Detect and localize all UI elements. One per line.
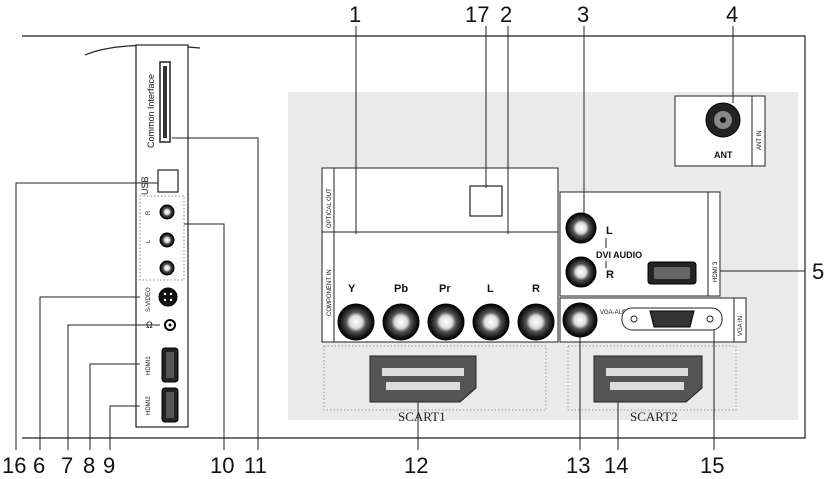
- headphone-jack-center: [168, 323, 172, 327]
- dvi-audio-label: DVI AUDIO: [596, 250, 642, 260]
- comp-l-jack: [472, 303, 510, 341]
- usb-label: USB: [140, 176, 150, 195]
- leader-6: [39, 296, 140, 450]
- scart2-outline: [567, 345, 737, 411]
- svideo-pin: [169, 298, 173, 302]
- optical-box: [321, 167, 559, 233]
- comp-r-label: R: [532, 283, 540, 295]
- comp-r-jack: [517, 303, 555, 341]
- leader-9: [109, 405, 140, 450]
- comp-y-label: Y: [348, 283, 356, 295]
- scart1-block: SCART1: [323, 345, 547, 424]
- callout-14: 14: [604, 453, 628, 478]
- leader-16: [15, 182, 158, 450]
- comp-pb-label: Pb: [394, 283, 408, 295]
- vga-screw-right: [706, 315, 714, 323]
- scart1-port: [369, 355, 477, 403]
- comp-l-label: L: [487, 283, 494, 295]
- callout-11: 11: [244, 453, 267, 478]
- ant-in-label: ANT IN: [757, 130, 763, 150]
- callout-5: 5: [812, 259, 824, 284]
- svideo-pin: [169, 292, 173, 296]
- callout-6: 6: [33, 453, 45, 478]
- scart2-port: [593, 355, 703, 403]
- component-in-label: COMPONENT IN: [327, 269, 333, 316]
- callout-9: 9: [103, 453, 115, 478]
- common-interface-label: Common Interface: [146, 74, 156, 148]
- dvi-r-label: R: [606, 269, 614, 281]
- hdmi2-label: HDMI2: [146, 396, 152, 415]
- leader-11: [172, 137, 259, 450]
- side-audio-r-label: R: [146, 210, 152, 215]
- ant-connector-pin: [720, 117, 726, 123]
- vga-screw-left: [630, 315, 638, 323]
- scart2-label: SCART2: [630, 409, 678, 424]
- comp-y-jack: [337, 303, 375, 341]
- callout-16: 16: [2, 453, 26, 478]
- optical-port: [469, 185, 503, 217]
- vga-in-label: VGA IN: [738, 316, 744, 336]
- dvi-l-label: L: [606, 225, 613, 237]
- ant-label: ANT: [714, 150, 733, 160]
- callout-13: 13: [566, 453, 590, 478]
- usb-port: [157, 169, 179, 193]
- callout-4: 4: [726, 2, 738, 27]
- side-audio-l-jack: [159, 232, 175, 248]
- callout-1: 1: [349, 2, 361, 27]
- side-video-jack: [159, 260, 175, 276]
- optical-out-label: OPTICAL OUT: [327, 188, 333, 228]
- hdmi3-port-inner: [654, 267, 690, 279]
- callout-15: 15: [700, 453, 724, 478]
- antenna-block: ANT ANT IN: [674, 95, 766, 167]
- callout-8: 8: [83, 453, 95, 478]
- comp-pr-jack: [427, 303, 465, 341]
- dvi-audio-r-jack: [565, 256, 597, 288]
- comp-pr-label: Pr: [439, 283, 451, 295]
- scart2-block: SCART2: [567, 345, 737, 424]
- svideo-label: S-VIDEO: [146, 287, 152, 312]
- hdmi2-port-inner: [166, 392, 174, 418]
- svideo-pin: [163, 292, 167, 296]
- svideo-pin: [163, 298, 167, 302]
- side-audio-l-label: L: [146, 239, 152, 243]
- hdmi3-label: HDMI 3: [713, 261, 719, 282]
- scart1-pins-row: [382, 368, 464, 376]
- av-group-outline: [139, 195, 185, 281]
- dvi-audio-l-jack: [565, 212, 597, 244]
- callout-3: 3: [577, 2, 589, 27]
- comp-pb-jack: [382, 303, 420, 341]
- vga-audio-jack: [562, 302, 598, 338]
- chassis-outline: [22, 35, 806, 439]
- side-panel: Common Interface USB R L S-VIDEO Ω HDMI1…: [135, 44, 189, 428]
- callout-10: 10: [210, 453, 234, 478]
- component-in-block: COMPONENT IN Y Pb Pr L R: [321, 231, 559, 343]
- common-interface-slot-inner: [163, 66, 167, 138]
- callout-2: 2: [500, 2, 512, 27]
- vga-audio-label: VGA-AUDIO: [600, 310, 634, 316]
- svideo-jack: [158, 287, 178, 307]
- leader-10: [184, 223, 225, 450]
- scart1-outline: [323, 345, 547, 411]
- leader-8: [89, 363, 140, 450]
- optical-out-block: OPTICAL OUT: [321, 167, 559, 233]
- leader-lines: [15, 26, 805, 450]
- side-audio-r-jack: [159, 204, 175, 220]
- scart1-label: SCART1: [398, 409, 446, 424]
- callout-17: 17: [465, 2, 489, 27]
- hdmi1-label: HDMI1: [146, 356, 152, 375]
- vga-block: VGA-AUDIO VGA IN: [559, 297, 747, 343]
- callout-7: 7: [61, 453, 73, 478]
- scart2-pins-row: [610, 382, 684, 390]
- hdmi3-block: L DVI AUDIO R HDMI 3: [559, 191, 721, 297]
- scart2-pins-row: [606, 368, 688, 376]
- callout-12: 12: [404, 453, 428, 478]
- leader-7: [67, 324, 160, 450]
- hdmi1-port-inner: [166, 352, 174, 378]
- scart1-pins-row: [386, 382, 460, 390]
- vga-port: [649, 310, 695, 328]
